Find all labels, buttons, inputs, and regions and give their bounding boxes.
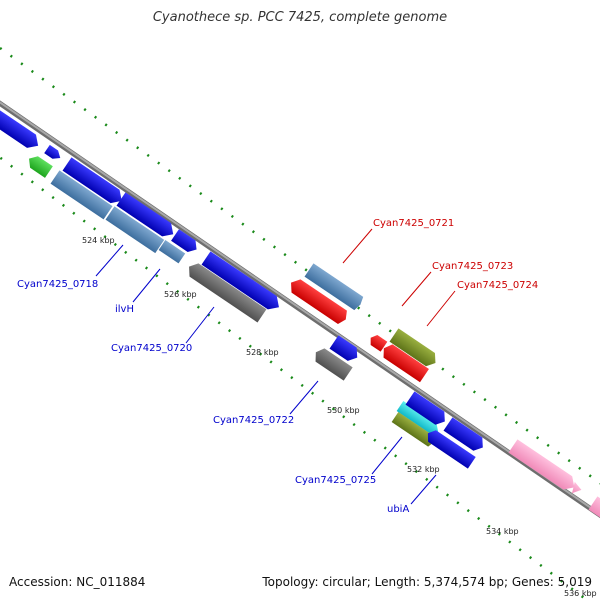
gene-arrow[interactable]	[391, 412, 437, 448]
accession-text: Accession: NC_011884	[9, 575, 146, 589]
label-cyan7425-0725: Cyan7425_0725	[295, 475, 376, 486]
tick-label: 526 kbp	[164, 290, 197, 299]
tick-labels: 524 kbp 526 kbp 528 kbp 530 kbp 532 kbp …	[82, 236, 597, 598]
gene-arrow[interactable]	[185, 260, 267, 323]
genome-backbone	[0, 100, 600, 519]
label-leaders	[95, 228, 456, 505]
label-cyan7425-0724: Cyan7425_0724	[457, 280, 538, 291]
label-cyan7425-0720: Cyan7425_0720	[111, 343, 192, 354]
gene-arrow[interactable]	[424, 427, 476, 469]
label-cyan7425-0721: Cyan7425_0721	[373, 218, 454, 229]
gene-arrow[interactable]	[311, 346, 353, 381]
gene-features	[0, 107, 600, 527]
gene-arrow[interactable]	[105, 206, 165, 254]
map-title: Cyanothece sp. PCC 7425, complete genome	[152, 10, 448, 25]
gene-arrow[interactable]	[367, 333, 388, 352]
outer-dotted-ring	[0, 46, 600, 485]
gene-arrow[interactable]	[25, 153, 53, 178]
genome-summary-text: Topology: circular; Length: 5,374,574 bp…	[262, 575, 592, 589]
gene-arrow[interactable]	[379, 342, 429, 383]
tick-label: 532 kbp	[407, 465, 440, 474]
label-cyan7425-0722: Cyan7425_0722	[213, 415, 294, 426]
gene-arrow[interactable]	[0, 107, 43, 153]
label-ilvh: ilvH	[115, 304, 134, 315]
gene-labels: Cyan7425_0718 ilvH Cyan7425_0720 Cyan742…	[17, 218, 538, 515]
gene-arrow[interactable]	[569, 481, 583, 497]
gene-arrow[interactable]	[396, 401, 442, 437]
tick-label: 536 kbp	[564, 589, 597, 598]
gene-arrow[interactable]	[508, 439, 579, 494]
label-cyan7425-0723: Cyan7425_0723	[432, 261, 513, 272]
gene-arrow[interactable]	[588, 496, 600, 527]
gene-arrow[interactable]	[116, 192, 178, 240]
gene-arrow[interactable]	[44, 144, 63, 162]
gene-arrow[interactable]	[443, 417, 488, 454]
gene-arrow[interactable]	[329, 335, 362, 364]
gene-arrow[interactable]	[405, 391, 450, 428]
gene-arrow[interactable]	[158, 240, 186, 264]
tick-label: 528 kbp	[246, 348, 279, 357]
gene-arrow[interactable]	[304, 263, 365, 311]
gene-arrow[interactable]	[287, 276, 351, 326]
gene-arrow[interactable]	[62, 157, 127, 207]
label-ubia: ubiA	[387, 504, 409, 515]
tick-label: 530 kbp	[327, 406, 360, 415]
label-cyan7425-0718: Cyan7425_0718	[17, 279, 98, 290]
gene-arrow[interactable]	[201, 251, 284, 313]
tick-label: 524 kbp	[82, 236, 115, 245]
gene-arrow[interactable]	[50, 170, 113, 220]
gene-arrow[interactable]	[171, 229, 200, 255]
tick-label: 534 kbp	[486, 527, 519, 536]
gene-arrow[interactable]	[389, 328, 440, 369]
